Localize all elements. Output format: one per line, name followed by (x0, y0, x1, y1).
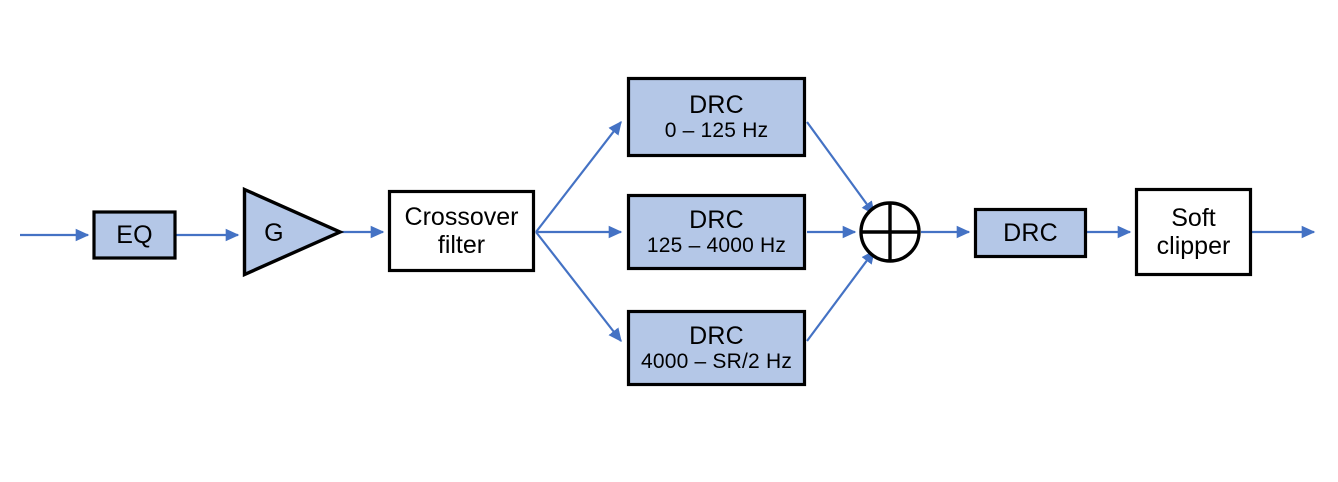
arrow-drc-low-to-summer (806, 121, 875, 216)
arrow-crossover-to-drc-high (535, 231, 622, 343)
block-eq[interactable] (92, 210, 177, 260)
block-drc-mid[interactable] (626, 193, 807, 271)
block-summing-junction[interactable] (859, 201, 921, 263)
block-drc-high[interactable] (626, 309, 807, 387)
block-soft-clipper[interactable] (1134, 187, 1253, 277)
block-gain-amplifier[interactable] (242, 186, 345, 278)
arrow-crossover-to-drc-low (535, 120, 622, 233)
arrow-drc-high-to-summer (806, 249, 875, 342)
block-drc-master[interactable] (973, 207, 1088, 259)
block-crossover-filter[interactable] (387, 189, 536, 273)
block-drc-low[interactable] (626, 76, 807, 158)
